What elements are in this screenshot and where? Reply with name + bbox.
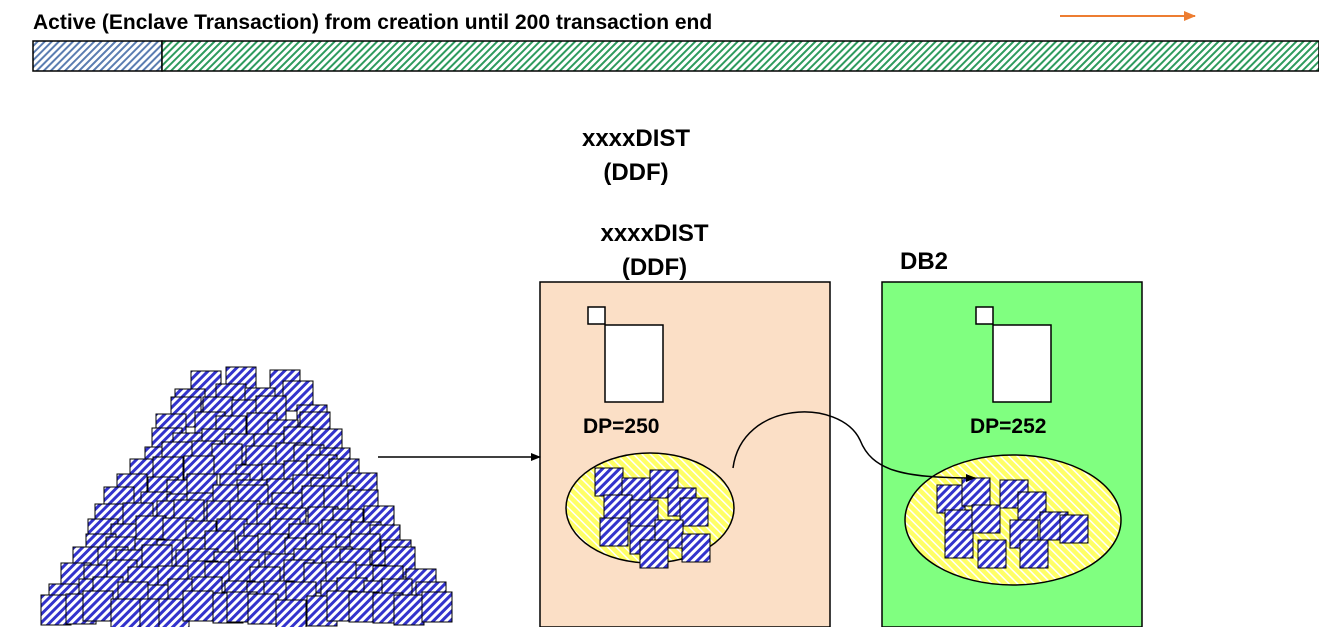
thread-icon <box>679 497 709 527</box>
thread-icon <box>594 467 624 497</box>
db2-thread-group <box>936 477 1089 569</box>
db2-page-corner-icon <box>975 306 994 325</box>
timeline-bar <box>32 40 1319 72</box>
thread-icon <box>936 484 966 514</box>
ddf-dp-label: DP=250 <box>583 415 660 438</box>
ddf-page-corner-icon <box>587 306 606 325</box>
thread-icon <box>944 529 974 559</box>
db2-box <box>881 281 1143 627</box>
ddf-label-lower: xxxxDIST (DDF) <box>582 217 727 285</box>
db2-label: DB2 <box>900 248 949 275</box>
thread-icon <box>182 590 214 622</box>
ddf-box <box>539 281 831 627</box>
thread-icon <box>629 499 659 529</box>
thread-icon <box>1019 539 1049 569</box>
db2-dp-label: DP=252 <box>970 415 1047 438</box>
ddf-page-icon <box>604 324 664 403</box>
thread-icon <box>681 533 711 563</box>
db2-page-icon <box>992 324 1052 403</box>
ddf-label-upper: xxxxDIST (DDF) <box>566 122 706 190</box>
ddf-label-upper-text: xxxxDIST (DDF) <box>581 125 691 186</box>
thread-icon <box>247 593 279 625</box>
thread-icon <box>977 539 1007 569</box>
thread-icon <box>393 594 425 626</box>
ddf-thread-group <box>594 467 711 569</box>
timeline-title: Active (Enclave Transaction) from creati… <box>33 11 713 34</box>
thread-icon <box>421 591 453 623</box>
thread-icon <box>961 477 991 507</box>
timeline-segment-active <box>161 40 1319 72</box>
thread-icon <box>82 590 114 622</box>
thread-icon <box>639 539 669 569</box>
thread-icon <box>275 599 307 627</box>
ddf-to-db2-arrow-icon <box>732 411 976 482</box>
thread-icon <box>1059 514 1089 544</box>
timeline-segment-setup <box>32 40 163 72</box>
ddf-label-lower-text: xxxxDIST (DDF) <box>600 220 709 281</box>
thread-icon <box>110 598 142 627</box>
thread-heap <box>40 366 453 627</box>
thread-icon <box>971 504 1001 534</box>
thread-icon <box>599 517 629 547</box>
